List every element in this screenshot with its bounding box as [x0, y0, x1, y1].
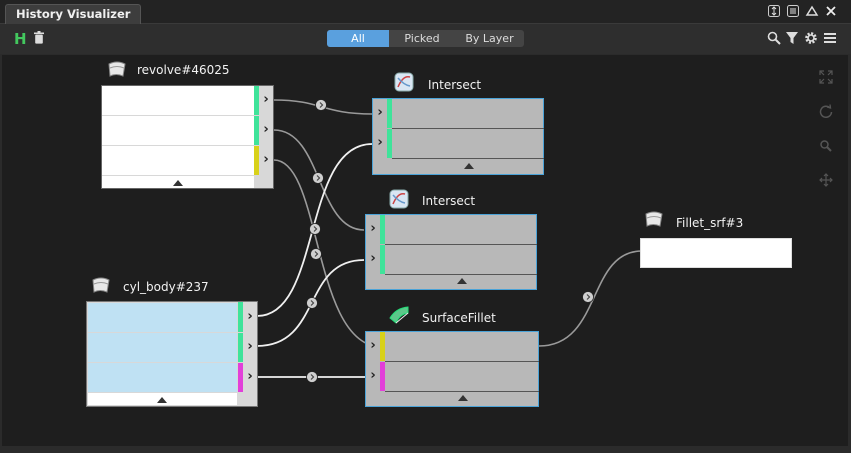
- menu-icon[interactable]: [786, 4, 800, 18]
- row-divider: [385, 274, 537, 275]
- node-title-revolve: revolve#46025: [137, 63, 230, 77]
- output-port-green[interactable]: [254, 116, 259, 145]
- trash-icon[interactable]: [34, 31, 44, 44]
- chevron-right-icon[interactable]: ›: [370, 221, 376, 236]
- history-logo-icon[interactable]: H: [14, 30, 27, 48]
- wire-node-dot: [310, 248, 322, 260]
- tab-history-visualizer[interactable]: History Visualizer: [5, 4, 142, 24]
- chevron-right-icon[interactable]: ›: [370, 368, 376, 383]
- tab-bar: History Visualizer: [0, 0, 851, 24]
- filter-by-layer-button[interactable]: By Layer: [465, 32, 514, 45]
- output-port-yellow[interactable]: [254, 146, 259, 175]
- chevron-right-icon[interactable]: ›: [377, 105, 383, 120]
- row-divider: [385, 244, 537, 245]
- row-divider: [392, 128, 544, 129]
- chevron-right-icon[interactable]: ›: [247, 369, 253, 384]
- chevron-right-icon[interactable]: ›: [377, 135, 383, 150]
- surface-body-icon: [90, 274, 112, 296]
- node-revolve[interactable]: › › ›: [101, 85, 274, 189]
- filter-all-button[interactable]: All: [327, 30, 389, 47]
- output-port-magenta[interactable]: [238, 363, 243, 392]
- chevron-right-icon[interactable]: ›: [263, 122, 269, 137]
- node-title-filletsrf: Fillet_srf#3: [676, 216, 744, 230]
- node-row: [102, 86, 254, 115]
- intersect-icon: [388, 188, 410, 210]
- filter-segmented-control: All Picked By Layer: [327, 30, 524, 47]
- input-port-green[interactable]: [380, 215, 385, 244]
- wire-node-dot: [582, 291, 594, 303]
- node-intersect2[interactable]: › ›: [365, 214, 537, 290]
- chevron-right-icon[interactable]: ›: [247, 309, 253, 324]
- row-divider: [385, 361, 539, 362]
- chevron-right-icon[interactable]: ›: [370, 338, 376, 353]
- fit-view-icon[interactable]: [819, 70, 833, 84]
- node-row: [88, 303, 237, 332]
- connection-wires: [256, 99, 643, 383]
- wire-node-dot: [306, 371, 318, 383]
- chevron-right-icon[interactable]: ›: [263, 152, 269, 167]
- search-icon[interactable]: [767, 31, 781, 45]
- reset-view-icon[interactable]: [819, 104, 833, 118]
- node-row: [88, 333, 237, 362]
- expand-triangle-icon[interactable]: [173, 180, 183, 186]
- hamburger-menu-icon[interactable]: [823, 31, 837, 45]
- output-port-green[interactable]: [238, 302, 243, 332]
- node-filletsrf[interactable]: [640, 238, 792, 268]
- node-surfacefillet[interactable]: › ›: [365, 331, 539, 407]
- input-port-magenta[interactable]: [380, 362, 385, 391]
- pan-icon[interactable]: [819, 173, 833, 187]
- wire-node-dot: [306, 297, 318, 309]
- node-intersect1[interactable]: › ›: [372, 98, 544, 175]
- pin-icon[interactable]: [767, 4, 781, 18]
- output-port-green[interactable]: [254, 86, 259, 115]
- wire-node-chevron: [319, 102, 324, 108]
- node-title-cylbody: cyl_body#237: [123, 280, 209, 294]
- node-title-intersect1: Intersect: [428, 78, 482, 92]
- wire-node-chevron: [310, 374, 315, 380]
- surface-revolve-icon: [106, 58, 128, 80]
- wire-node-chevron: [310, 300, 315, 306]
- wire-node-chevron: [314, 251, 319, 257]
- node-row: [88, 363, 237, 392]
- gear-icon[interactable]: [804, 31, 818, 45]
- maximize-icon[interactable]: [805, 4, 819, 18]
- expand-triangle-icon[interactable]: [157, 397, 167, 403]
- row-divider: [392, 158, 544, 159]
- input-port-green[interactable]: [380, 245, 385, 274]
- row-divider: [385, 391, 539, 392]
- expand-triangle-icon[interactable]: [464, 163, 474, 169]
- node-cylbody[interactable]: › › ›: [86, 301, 258, 407]
- chevron-right-icon[interactable]: ›: [370, 251, 376, 266]
- close-icon[interactable]: [824, 4, 838, 18]
- input-port-green[interactable]: [387, 99, 392, 128]
- chevron-right-icon[interactable]: ›: [247, 339, 253, 354]
- graph-canvas[interactable]: revolve#46025 › › › cyl_body#237: [2, 55, 848, 446]
- node-title-intersect2: Intersect: [422, 194, 476, 208]
- node-row: [102, 146, 254, 175]
- wire-node-dot: [309, 223, 321, 235]
- wire-node-dot: [315, 99, 327, 111]
- wire-node-chevron: [316, 175, 321, 181]
- surface-fillet-icon: [388, 304, 410, 326]
- output-port-green[interactable]: [238, 333, 243, 362]
- node-title-surfacefillet: SurfaceFillet: [422, 311, 496, 325]
- wire-node-dot: [312, 172, 324, 184]
- filter-icon[interactable]: [785, 31, 799, 45]
- status-strip: [0, 446, 851, 453]
- wire-node-chevron: [586, 294, 591, 300]
- wire-node-chevron: [313, 226, 318, 232]
- filter-picked-button[interactable]: Picked: [404, 32, 440, 45]
- expand-triangle-icon[interactable]: [457, 278, 467, 284]
- node-row: [102, 116, 254, 145]
- chevron-right-icon[interactable]: ›: [263, 92, 269, 107]
- intersect-icon: [393, 71, 415, 93]
- input-port-green[interactable]: [387, 129, 392, 158]
- expand-triangle-icon[interactable]: [458, 395, 468, 401]
- input-port-yellow[interactable]: [380, 332, 385, 361]
- surface-icon: [643, 208, 665, 230]
- zoom-icon[interactable]: [819, 139, 833, 153]
